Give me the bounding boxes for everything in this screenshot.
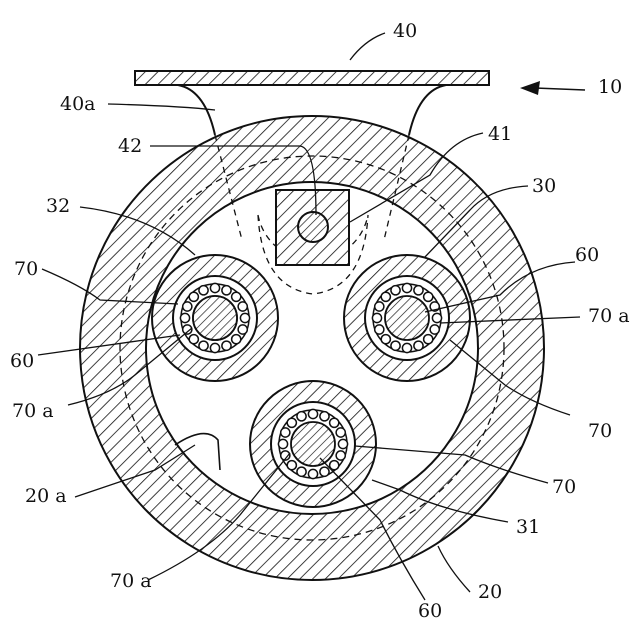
label-70-left: 70 (14, 258, 38, 280)
bearing-ball (180, 313, 189, 322)
label-60-left: 60 (10, 350, 34, 372)
bearing-ball (183, 302, 192, 311)
label-31: 31 (516, 516, 540, 538)
bearing-ball (375, 302, 384, 311)
bearing-ball (320, 412, 329, 421)
bearing-ball (287, 461, 296, 470)
leg-40a-right (409, 85, 446, 135)
bearing-ball (375, 325, 384, 334)
bearing-ball (232, 292, 241, 301)
bearing-ball (232, 335, 241, 344)
bearing-ball (308, 469, 317, 478)
bearing-ball (199, 286, 208, 295)
bearing-ball (189, 335, 198, 344)
arrow-10 (520, 81, 585, 95)
pin-42 (298, 212, 328, 242)
label-30: 30 (532, 175, 556, 197)
bearing-ball (308, 409, 317, 418)
bearing-ball (402, 343, 411, 352)
label-70a-left: 70 a (12, 400, 54, 422)
bearing-ball (336, 428, 345, 437)
label-70-bottom: 70 (552, 476, 576, 498)
bearing-ball (330, 418, 339, 427)
label-41: 41 (488, 123, 512, 145)
bearing-ball (240, 313, 249, 322)
roller-assembly-right (344, 255, 470, 381)
bearing-ball (430, 325, 439, 334)
label-40: 40 (393, 20, 417, 42)
bearing-ball (222, 341, 231, 350)
label-20a: 20 a (25, 485, 67, 507)
bearing-ball (238, 302, 247, 311)
bearing-ball (402, 283, 411, 292)
bearing-ball (424, 335, 433, 344)
bearing-ball (238, 325, 247, 334)
bearing-ball (210, 343, 219, 352)
label-42: 42 (118, 135, 142, 157)
bearing-ball (199, 341, 208, 350)
bearing-ball (424, 292, 433, 301)
label-70a-right: 70 a (588, 305, 630, 327)
bearing-ball (381, 292, 390, 301)
bearing-ball (189, 292, 198, 301)
bearing-ball (414, 286, 423, 295)
bearing-ball (278, 439, 287, 448)
bearing-ball (391, 341, 400, 350)
label-20: 20 (478, 581, 502, 603)
bearing-ball (372, 313, 381, 322)
bearing-ball (281, 428, 290, 437)
label-32: 32 (46, 195, 70, 217)
roller-assembly-left (152, 255, 278, 381)
bearing-ball (287, 418, 296, 427)
label-10: 10 (598, 76, 622, 98)
bearing-ball (381, 335, 390, 344)
label-70a-bottom: 70 a (110, 570, 152, 592)
bearing-ball (210, 283, 219, 292)
label-40a: 40a (60, 93, 96, 115)
bearing-ball (320, 467, 329, 476)
outer-ring-20 (80, 116, 544, 580)
bearing-ball (222, 286, 231, 295)
label-60-right: 60 (575, 244, 599, 266)
bearing-ball (432, 313, 441, 322)
plate-40 (135, 71, 489, 85)
bearing-ball (297, 467, 306, 476)
roller-assembly-bottom (250, 381, 376, 507)
bearing-ball (336, 451, 345, 460)
bearing-ball (414, 341, 423, 350)
bearing-ball (391, 286, 400, 295)
label-70-right: 70 (588, 420, 612, 442)
bearing-ball (297, 412, 306, 421)
bearing-ball (338, 439, 347, 448)
label-60-bottom: 60 (418, 600, 442, 622)
